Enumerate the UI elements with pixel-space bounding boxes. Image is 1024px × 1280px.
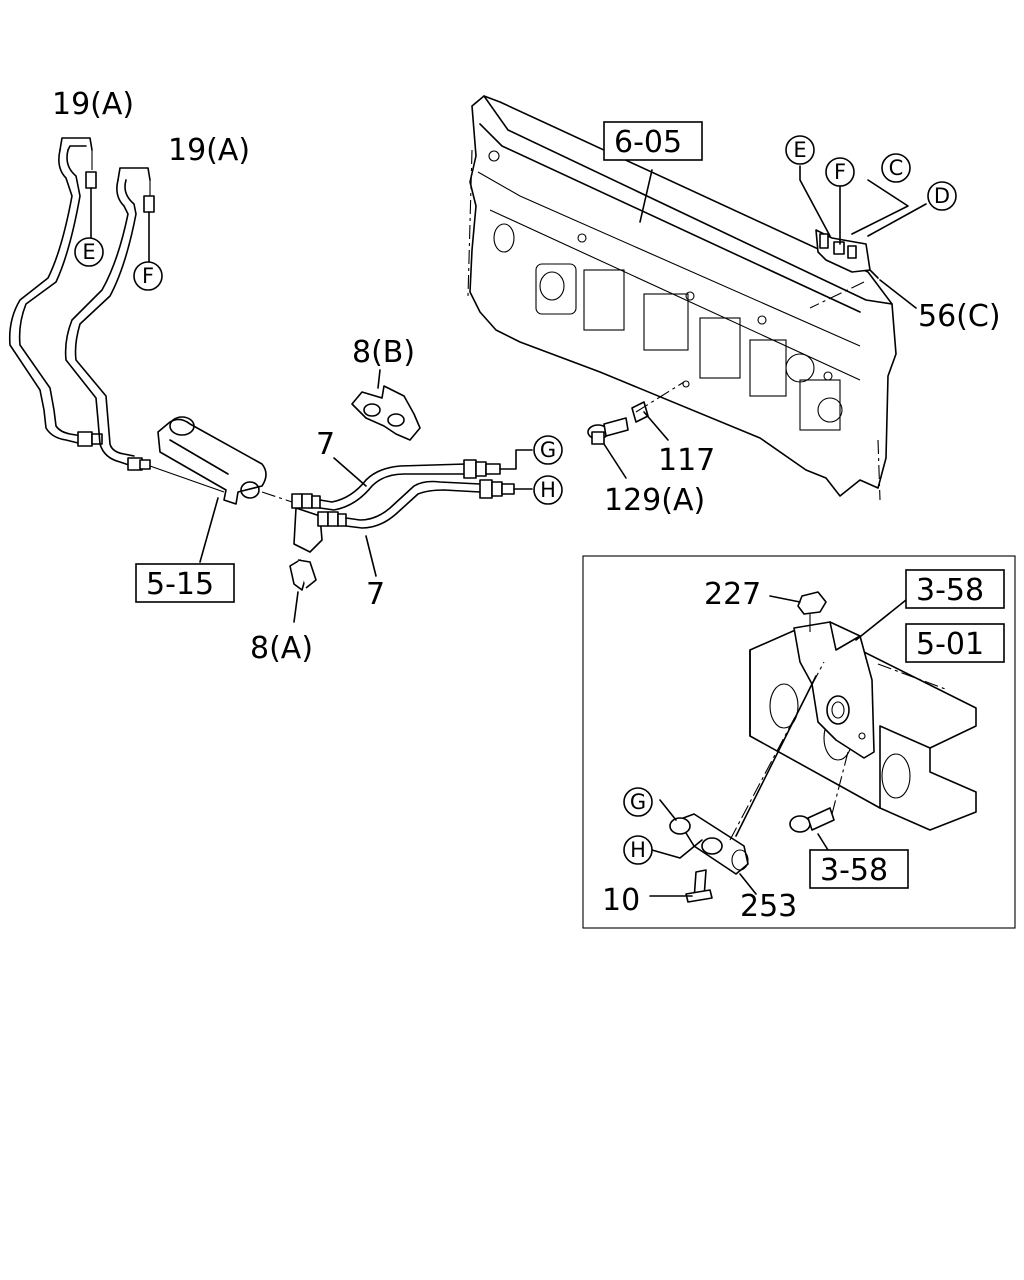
svg-text:F: F (834, 160, 846, 184)
nut-227 (769, 591, 827, 632)
svg-text:G: G (540, 438, 556, 462)
svg-text:C: C (889, 156, 904, 180)
connector-e-left: E (74, 237, 104, 267)
label-253: 253 (740, 889, 797, 924)
label-5-01: 5-01 (916, 627, 984, 662)
ref-box-6-05 (603, 121, 703, 161)
connector-g-pipe: G (533, 435, 563, 465)
frame-bracket-left (149, 416, 299, 563)
label-129a: 129(A) (604, 483, 705, 518)
label-10: 10 (602, 883, 640, 918)
bolt-3-58 (789, 751, 849, 851)
label-227: 227 (704, 577, 761, 612)
ref-box-5-01 (905, 623, 1005, 663)
label-8a: 8(A) (250, 631, 313, 666)
detail-inset-frame (582, 555, 1016, 929)
label-6-05: 6-05 (614, 125, 682, 160)
label-8b: 8(B) (352, 335, 415, 370)
label-19a-right: 19(A) (168, 133, 250, 168)
connector-h-pipe: H (533, 475, 563, 505)
panel-bracket (799, 165, 927, 309)
fasteners-117-129 (587, 381, 685, 479)
bolt-10 (649, 869, 713, 903)
clamp-8b (351, 369, 421, 441)
connector-g-inset: G (623, 787, 653, 817)
ref-box-3-58-bottom (809, 849, 909, 889)
label-7-lower: 7 (366, 577, 385, 612)
label-117: 117 (658, 443, 715, 478)
label-56c: 56(C) (918, 299, 1001, 334)
connector-253 (651, 661, 825, 895)
svg-text:G: G (630, 790, 646, 814)
label-7-upper: 7 (316, 427, 335, 462)
label-3-58-top: 3-58 (916, 573, 984, 608)
connector-h-inset: H (623, 835, 653, 865)
svg-text:H: H (630, 838, 646, 862)
connector-f-right: F (825, 157, 855, 187)
connector-e-right: E (785, 135, 815, 165)
label-5-15: 5-15 (146, 567, 214, 602)
pipe-fittings (291, 493, 347, 527)
label-3-58-bottom: 3-58 (820, 853, 888, 888)
svg-text:D: D (934, 184, 950, 208)
svg-text:H: H (540, 478, 556, 502)
ref-box-3-58-top (905, 569, 1005, 609)
label-19a-left: 19(A) (52, 87, 134, 122)
pipes-7 (319, 449, 533, 577)
rear-panel (467, 95, 897, 501)
svg-text:E: E (793, 138, 806, 162)
connector-c: C (881, 153, 911, 183)
brake-pipe-left (8, 137, 103, 447)
ref-box-5-15 (135, 563, 235, 603)
bracket-3-58 (793, 599, 907, 759)
brake-pipe-middle (64, 167, 155, 471)
clamp-8a (289, 507, 323, 623)
svg-text:E: E (82, 240, 95, 264)
connector-f-left: F (133, 261, 163, 291)
svg-text:F: F (142, 264, 154, 288)
connector-d: D (927, 181, 957, 211)
